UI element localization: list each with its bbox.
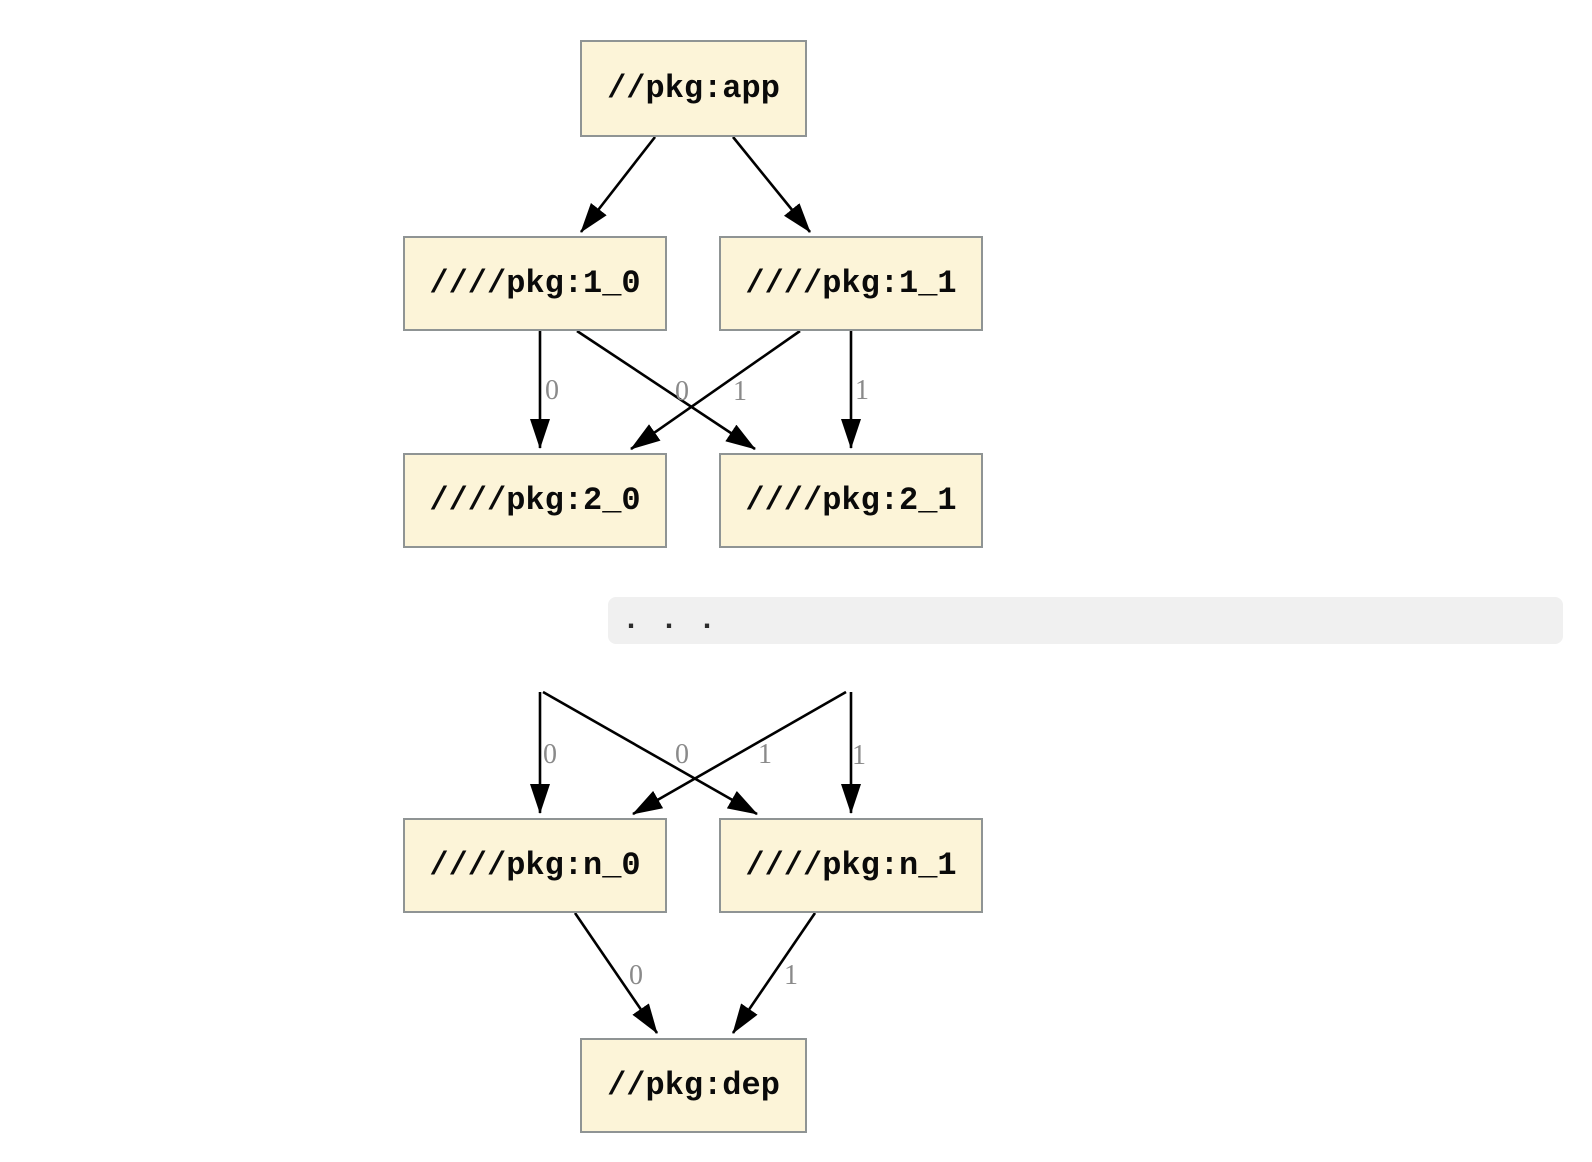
node-label: ////pkg:2_0 <box>429 482 641 519</box>
node-pkg-app: //pkg:app <box>580 40 807 137</box>
edge-label: 0 <box>675 739 689 770</box>
edge-n_0-to-dep <box>573 912 659 1034</box>
edge-app-to-1_1 <box>731 136 812 233</box>
node-pkg-dep: //pkg:dep <box>580 1038 807 1133</box>
node-label: ////pkg:2_1 <box>745 482 957 519</box>
edge-label: 1 <box>855 375 869 406</box>
edge-prev-to-n_1-cross <box>542 690 758 816</box>
node-label: //pkg:dep <box>607 1067 780 1104</box>
edge-label: 0 <box>629 960 643 991</box>
node-pkg-n_0: ////pkg:n_0 <box>403 818 667 913</box>
node-label: //pkg:app <box>607 70 780 107</box>
edge-n_1-to-dep <box>731 912 817 1034</box>
edge-label: 0 <box>543 739 557 770</box>
node-label: ////pkg:n_0 <box>429 847 641 884</box>
node-pkg-2_1: ////pkg:2_1 <box>719 453 983 548</box>
node-pkg-1_0: ////pkg:1_0 <box>403 236 667 331</box>
edge-label: 0 <box>545 375 559 406</box>
edge-label: 1 <box>733 376 747 407</box>
node-pkg-1_1: ////pkg:1_1 <box>719 236 983 331</box>
edge-prev-to-n_0-cross <box>632 690 847 816</box>
node-pkg-n_1: ////pkg:n_1 <box>719 818 983 913</box>
ellipsis-text: . . . <box>622 603 718 638</box>
edge-label: 1 <box>852 740 866 771</box>
edge-1_1-to-2_0 <box>630 329 801 451</box>
node-label: ////pkg:1_1 <box>745 265 957 302</box>
edge-label: 0 <box>675 376 689 407</box>
edge-app-to-1_0 <box>579 136 657 233</box>
edge-1_0-to-2_1 <box>576 329 756 451</box>
ellipsis-band: . . . <box>608 597 1563 644</box>
edge-label: 1 <box>784 960 798 991</box>
node-pkg-2_0: ////pkg:2_0 <box>403 453 667 548</box>
edge-label: 1 <box>758 739 772 770</box>
node-label: ////pkg:n_1 <box>745 847 957 884</box>
node-label: ////pkg:1_0 <box>429 265 641 302</box>
